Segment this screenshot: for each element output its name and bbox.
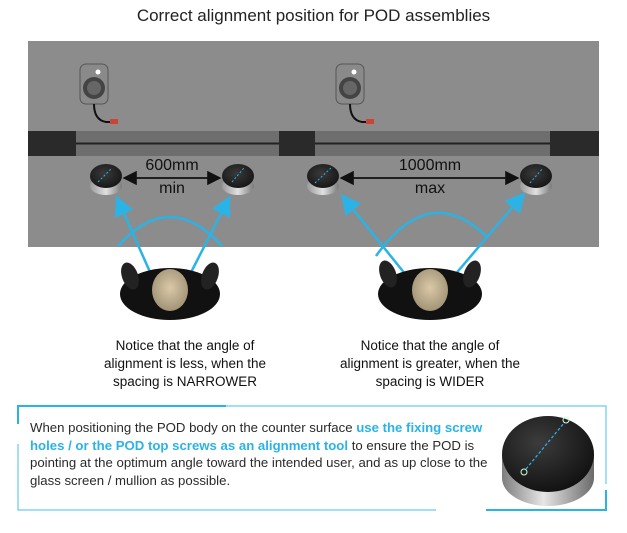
caption-line: Notice that the angle of <box>115 338 255 353</box>
pod-icon <box>307 164 339 195</box>
note-text-after: to ensure the POD is pointing at the opt… <box>30 437 488 488</box>
alignment-note: When positioning the POD body on the cou… <box>30 419 490 489</box>
distance-value-left: 600mm <box>145 157 198 174</box>
person-top-view-icon <box>120 262 220 320</box>
distance-value-right: 1000mm <box>399 157 461 174</box>
distance-qualifier-right: max <box>415 180 445 197</box>
pod-icon <box>222 164 254 195</box>
pod-icon <box>502 416 594 506</box>
note-highlight: use the fixing screw holes / or the POD … <box>30 420 483 453</box>
pod-icon <box>520 164 552 195</box>
caption-line: alignment is greater, when the <box>339 356 521 371</box>
caption-left: Notice that the angle of alignment is le… <box>55 337 315 391</box>
page-title: Correct alignment position for POD assem… <box>136 6 491 25</box>
mullion-middle <box>279 131 315 156</box>
speaker-unit-icon <box>335 63 374 124</box>
person-top-view-icon <box>378 260 482 320</box>
pod-icon <box>90 164 122 195</box>
caption-line: alignment is less, when the <box>103 356 267 371</box>
speaker-unit-icon <box>79 63 118 124</box>
note-box <box>17 405 607 511</box>
alignment-diagram: 600mm min 1000mm max <box>28 41 599 320</box>
mullion-left <box>28 131 76 156</box>
caption-line: spacing is WIDER <box>375 374 485 389</box>
note-text-before: When positioning the POD body on the cou… <box>30 420 357 435</box>
mullion-right <box>550 131 599 156</box>
angle-arc-right <box>374 211 489 257</box>
distance-qualifier-left: min <box>159 180 185 197</box>
caption-line: Notice that the angle of <box>360 338 500 353</box>
caption-right: Notice that the angle of alignment is gr… <box>300 337 560 391</box>
caption-line: spacing is NARROWER <box>112 374 258 389</box>
